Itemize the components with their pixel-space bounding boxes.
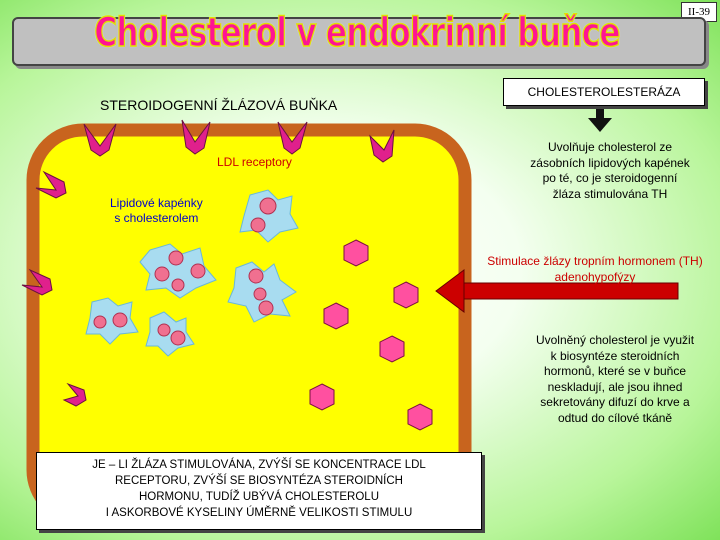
slide-title: Cholesterol v endokrinní buňce bbox=[94, 9, 622, 57]
enzyme-box: CHOLESTEROLESTERÁZA bbox=[503, 78, 705, 106]
cholesterol-granule bbox=[93, 315, 107, 329]
lipid-droplets-label-line: s cholesterolem bbox=[114, 211, 199, 225]
ldl-receptor-icon bbox=[181, 119, 211, 155]
cholesterol-granule bbox=[157, 323, 171, 337]
hormone-hexagon bbox=[323, 302, 349, 330]
hormone-hexagon bbox=[379, 335, 405, 363]
hormone-hexagon bbox=[309, 383, 335, 411]
ldl-receptor-icon bbox=[83, 123, 117, 157]
ldl-receptor-icon bbox=[21, 268, 53, 296]
conclusion-line: I ASKORBOVÉ KYSELINY ÚMĚRNĚ VELIKOSTI ST… bbox=[105, 507, 413, 519]
release-description: Uvolňuje cholesterol ze zásobních lipido… bbox=[530, 140, 690, 201]
stimulation-arrow bbox=[435, 269, 679, 313]
conclusion-line: RECEPTORU, ZVÝŠÍ SE BIOSYNTÉZA STEROIDNÍ… bbox=[115, 475, 403, 487]
cholesterol-granule bbox=[168, 250, 184, 266]
cholesterol-granule bbox=[258, 300, 274, 316]
cholesterol-granule bbox=[170, 330, 186, 346]
hormone-hexagon bbox=[393, 281, 419, 309]
cholesterol-granule bbox=[253, 287, 267, 301]
cholesterol-granule bbox=[259, 197, 277, 215]
cholesterol-granule bbox=[171, 278, 185, 292]
lipid-droplets-label-line: Lipidové kapénky bbox=[110, 196, 203, 210]
cholesterol-granule bbox=[112, 312, 128, 328]
cholesterol-granule bbox=[250, 217, 266, 233]
lipid-droplet bbox=[145, 311, 195, 357]
ldl-receptor-icon bbox=[369, 129, 395, 163]
enzyme-arrow bbox=[588, 104, 612, 132]
title-bar bbox=[12, 17, 706, 66]
ldl-receptors-label: LDL receptory bbox=[217, 155, 292, 169]
cholesterol-granules bbox=[93, 197, 277, 346]
ldl-receptor-icon bbox=[62, 382, 87, 407]
lipid-droplets-label: Lipidové kapénky s cholesterolem bbox=[110, 196, 203, 226]
ldl-receptor-icon bbox=[35, 170, 67, 199]
lipid-droplet bbox=[85, 297, 139, 345]
conclusion-box: JE – LI ŽLÁZA STIMULOVÁNA, ZVÝŠÍ SE KONC… bbox=[36, 452, 482, 530]
conclusion-line: HORMONU, TUDÍŽ UBÝVÁ CHOLESTEROLU bbox=[138, 491, 380, 503]
hormone-hexagon bbox=[343, 239, 369, 267]
steroid-hormones bbox=[309, 239, 433, 431]
cell-heading: STEROIDOGENNÍ ŽLÁZOVÁ BUŇKA bbox=[100, 97, 338, 113]
hormone-hexagon bbox=[407, 403, 433, 431]
ldl-receptor-icon bbox=[277, 121, 308, 155]
usage-description: Uvolněný cholesterol je využit k biosynt… bbox=[535, 333, 695, 425]
cholesterol-granule bbox=[190, 263, 206, 279]
cholesterol-granule bbox=[248, 268, 264, 284]
stimulation-description: Stimulace žlázy tropním hormonem (TH) ad… bbox=[487, 254, 703, 284]
cholesterol-granule bbox=[154, 266, 170, 282]
conclusion-line: JE – LI ŽLÁZA STIMULOVÁNA, ZVÝŠÍ SE KONC… bbox=[92, 459, 426, 471]
